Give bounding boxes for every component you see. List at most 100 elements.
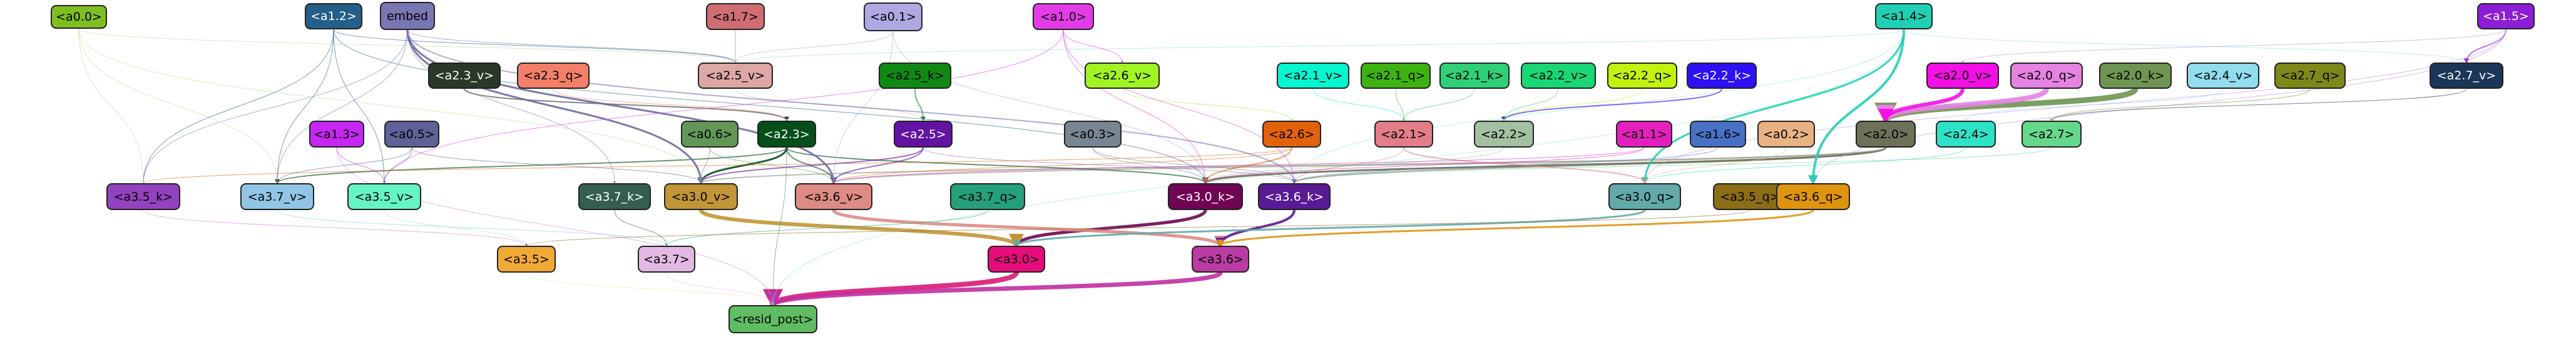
node-a2-3[interactable]: <a2.3> xyxy=(757,121,816,148)
edge-a0_1-to-a3_0_k xyxy=(892,31,1207,184)
edge-a2_4-to-a3_0_q xyxy=(1643,147,1966,184)
node-a2-5-k[interactable]: <a2.5_k> xyxy=(879,63,951,89)
node-a2-5-v[interactable]: <a2.5_v> xyxy=(698,63,773,89)
edge-a0_6-to-a3_0_v xyxy=(700,147,710,184)
edge-a3_5_k-to-a3_5 xyxy=(143,209,528,246)
edge-a2_4_v-to-a2_4 xyxy=(1965,88,2224,121)
node-a1-6[interactable]: <a1.6> xyxy=(1690,121,1746,148)
edge-a0_3-to-a3_6_k xyxy=(1092,147,1296,184)
node-a3-0-v[interactable]: <a3.0_v> xyxy=(664,183,738,210)
node-a2-4[interactable]: <a2.4> xyxy=(1936,121,1996,148)
node-a2-4-v[interactable]: <a2.4_v> xyxy=(2187,63,2259,89)
edge-a0_0-to-a3_5_k xyxy=(78,28,145,184)
node-a3-6-k[interactable]: <a3.6_k> xyxy=(1258,183,1331,210)
edge-a3_7_v-to-a3_7 xyxy=(277,209,668,246)
edge-a2_2_v-to-a2_2 xyxy=(1503,88,1559,121)
edge-a3_0_q-to-a3_0 xyxy=(1013,209,1646,248)
node-a3-6-v[interactable]: <a3.6_v> xyxy=(795,183,872,210)
node-a2-0-q[interactable]: <a2.0_q> xyxy=(2010,63,2083,89)
edge-a2_0-to-a3_6_k xyxy=(1292,147,1886,184)
node-a3-0-q[interactable]: <a3.0_q> xyxy=(1608,183,1681,210)
node-a1-2[interactable]: <a1.2> xyxy=(305,3,362,29)
node-a3-5-q[interactable]: <a3.5_q> xyxy=(1713,183,1787,210)
node-a1-4[interactable]: <a1.4> xyxy=(1875,3,1933,29)
node-a2-2-k[interactable]: <a2.2_k> xyxy=(1687,63,1757,89)
edge-a2_0_v-to-a2_0 xyxy=(1878,88,1965,124)
node-a3-0[interactable]: <a3.0> xyxy=(988,246,1045,273)
node-a2-2-v[interactable]: <a2.2_v> xyxy=(1521,63,1596,89)
node-resid-post[interactable]: <resid_post> xyxy=(728,305,817,333)
edge-a0_6-to-a3_6_v xyxy=(709,147,835,184)
node-a3-6-q[interactable]: <a3.6_q> xyxy=(1776,183,1850,210)
node-a2-0[interactable]: <a2.0> xyxy=(1856,121,1916,148)
node-a0-0[interactable]: <a0.0> xyxy=(51,5,107,29)
edge-a2_0_q-to-a2_0 xyxy=(1876,88,2049,125)
edge-a2_1_q-to-a2_1 xyxy=(1395,88,1405,121)
node-a2-1-v[interactable]: <a2.1_v> xyxy=(1277,63,1349,89)
edge-a2_3-to-resid_post xyxy=(772,147,787,306)
edge-embed-to-a3_7_k xyxy=(407,29,616,184)
node-a2-1-q[interactable]: <a2.1_q> xyxy=(1361,63,1431,89)
node-a2-0-k[interactable]: <a2.0_k> xyxy=(2099,63,2172,89)
node-a0-3[interactable]: <a0.3> xyxy=(1064,121,1122,148)
node-a3-5[interactable]: <a3.5> xyxy=(497,246,556,273)
edge-a0_0-to-a3_7_v xyxy=(78,28,279,184)
node-a2-1-k[interactable]: <a2.1_k> xyxy=(1439,63,1510,89)
edge-a3_5_v-to-a3_5 xyxy=(384,209,528,246)
edge-a1_2-to-a2_5_v xyxy=(333,29,737,63)
node-a2-7[interactable]: <a2.7> xyxy=(2021,121,2082,148)
node-a1-1[interactable]: <a1.1> xyxy=(1616,121,1672,148)
node-a2-1[interactable]: <a2.1> xyxy=(1374,121,1433,148)
node-a3-5-k[interactable]: <a3.5_k> xyxy=(106,183,180,210)
edge-a3_0_k-to-a3_0 xyxy=(1010,209,1207,248)
edge-a0_1-to-a3_6_v xyxy=(832,31,894,184)
node-a2-7-v[interactable]: <a2.7_v> xyxy=(2430,63,2503,89)
edge-embed-to-a3_7_v xyxy=(276,29,408,184)
node-a0-6[interactable]: <a0.6> xyxy=(681,121,739,148)
node-a3-7-k[interactable]: <a3.7_k> xyxy=(578,183,651,210)
node-a0-5[interactable]: <a0.5> xyxy=(384,121,439,148)
node-a1-7[interactable]: <a1.7> xyxy=(706,3,765,30)
edge-embed-to-a3_6_v xyxy=(406,29,837,185)
node-a1-0[interactable]: <a1.0> xyxy=(1033,3,1094,30)
edge-a2_1_v-to-a2_1 xyxy=(1312,88,1405,121)
edge-a2_2-to-a3_0_k xyxy=(1204,147,1505,184)
edge-embed-to-a2_5_v xyxy=(407,29,737,63)
edge-a1_5-to-a3_6_q xyxy=(1812,29,2507,184)
node-a2-6[interactable]: <a2.6> xyxy=(1262,121,1321,148)
node-a2-3-q[interactable]: <a2.3_q> xyxy=(517,63,590,89)
edge-a3_6_k-to-a3_6 xyxy=(1215,209,1296,248)
edge-a1_3-to-resid_post xyxy=(336,147,774,306)
node-a2-3-v[interactable]: <a2.3_v> xyxy=(428,63,501,89)
node-a2-2-q[interactable]: <a2.2_q> xyxy=(1607,63,1677,89)
node-a1-3[interactable]: <a1.3> xyxy=(309,121,364,148)
edge-a1_5-to-a2_7_v xyxy=(2464,29,2507,64)
edge-a1_3-to-a3_5_v xyxy=(336,147,386,184)
node-a2-7-q[interactable]: <a2.7_q> xyxy=(2274,63,2346,89)
node-a3-0-k[interactable]: <a3.0_k> xyxy=(1168,183,1243,210)
node-a3-7-q[interactable]: <a3.7_q> xyxy=(950,183,1025,210)
edge-a0_5-to-a3_7_v xyxy=(276,147,412,184)
edge-a0_2-to-a3_0_q xyxy=(1643,147,1787,184)
node-a2-0-v[interactable]: <a2.0_v> xyxy=(1926,63,1999,89)
node-a3-7[interactable]: <a3.7> xyxy=(638,246,695,273)
edge-a3_7-to-resid_post xyxy=(666,272,774,306)
node-a2-2[interactable]: <a2.2> xyxy=(1474,121,1534,148)
node-a0-1[interactable]: <a0.1> xyxy=(864,3,923,31)
node-a1-5[interactable]: <a1.5> xyxy=(2477,3,2535,29)
node-a3-7-v[interactable]: <a3.7_v> xyxy=(240,183,314,210)
edge-a2_3_v-to-a2_3 xyxy=(464,88,789,122)
node-embed[interactable]: embed xyxy=(380,2,435,30)
node-a2-5[interactable]: <a2.5> xyxy=(894,121,953,148)
node-a3-5-v[interactable]: <a3.5_v> xyxy=(347,183,421,210)
edge-a2_7_v-to-a2_7 xyxy=(2050,88,2467,121)
edge-a1_2-to-a3_5_k xyxy=(142,29,334,184)
edge-a1_1-to-a3_0_k xyxy=(1204,147,1645,184)
node-a3-6[interactable]: <a3.6> xyxy=(1192,246,1249,273)
edge-a3_5-to-resid_post xyxy=(526,272,774,306)
edge-a2_3_q-to-a2_3 xyxy=(553,88,788,121)
edge-a2_2_k-to-a2_2 xyxy=(1501,88,1722,122)
node-a0-2[interactable]: <a0.2> xyxy=(1757,121,1815,148)
node-a2-6-v[interactable]: <a2.6_v> xyxy=(1085,63,1160,89)
